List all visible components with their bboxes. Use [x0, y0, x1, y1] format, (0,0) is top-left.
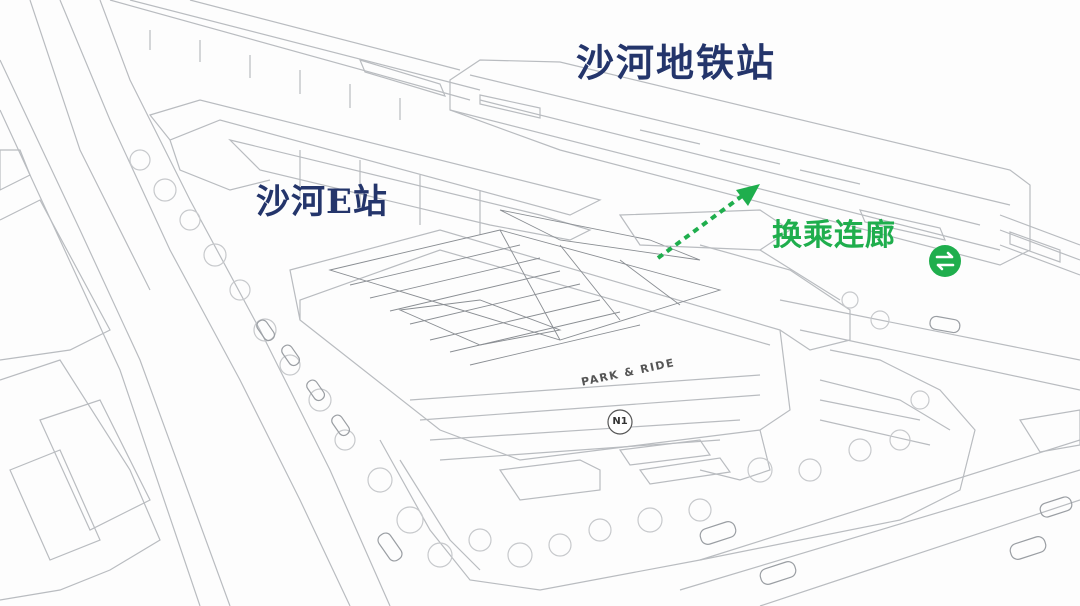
transfer-arrows-icon	[929, 245, 961, 277]
left-roads	[0, 0, 391, 606]
building-number: N1	[612, 416, 628, 427]
trees	[129, 149, 930, 568]
solar-panel-rows	[328, 209, 722, 366]
dotted-arrow-icon	[656, 184, 760, 260]
subway-station-building	[449, 59, 1080, 276]
left-buildings	[0, 149, 161, 601]
e-station-label: 沙河E站	[256, 182, 388, 222]
bus-bays	[498, 439, 732, 501]
cars	[256, 315, 1073, 585]
n1-badge	[607, 409, 633, 435]
e-station-complex	[148, 99, 602, 241]
transfer-bridge	[618, 209, 851, 351]
park-ride-building	[289, 229, 791, 481]
elevated-rail	[109, 0, 481, 120]
plaza	[379, 349, 976, 591]
subway-station-label: 沙河地铁站	[576, 40, 777, 85]
right-roads	[679, 299, 1080, 606]
transfer-corridor-label: 换乘连廊	[772, 218, 896, 253]
